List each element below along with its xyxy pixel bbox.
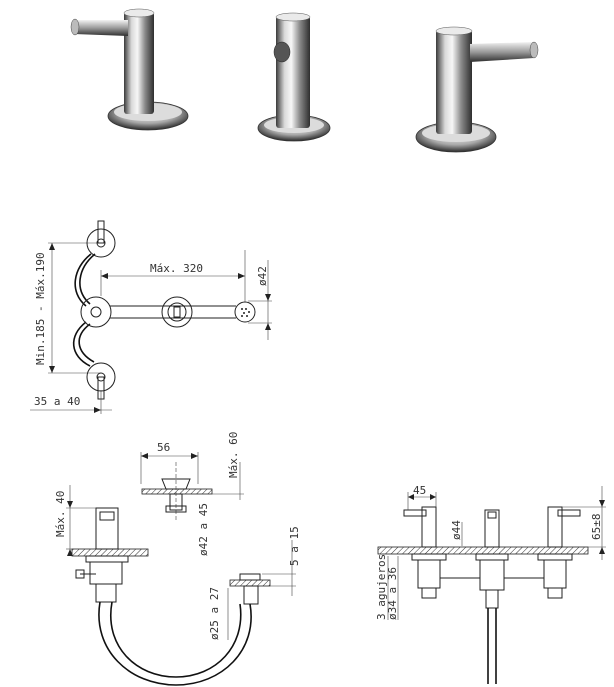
product-photo-left-handle [70, 8, 189, 131]
dim-plug-width: 56 [157, 441, 170, 454]
product-photo-right-handle [415, 26, 539, 153]
dim-front-hole-size: ø34 a 36 [386, 567, 399, 620]
dim-plug-hole: ø42 a 45 [197, 503, 210, 556]
dim-hose-diameter: ø25 a 27 [208, 587, 221, 640]
product-photo-center-spout [257, 12, 331, 142]
dim-top-diameter: ø42 [256, 266, 269, 286]
dim-counter-right: 5 a 15 [288, 526, 301, 566]
dim-front-height: 65±8 [590, 514, 603, 541]
dim-top-height: Min.185 - Máx.190 [34, 252, 47, 365]
dim-plug-height: Máx. 60 [227, 432, 240, 478]
top-view-drawing [30, 220, 272, 414]
side-view-drawing [66, 452, 296, 686]
dim-front-width: 45 [413, 484, 426, 497]
dim-counter-left: Máx. 40 [54, 491, 67, 537]
dim-front-diameter: ø44 [450, 520, 463, 540]
dim-top-length: Máx. 320 [150, 262, 203, 275]
front-view-drawing [377, 486, 606, 684]
dim-top-offset: 35 a 40 [34, 395, 80, 408]
dim-front-holes: 3 agujeros [375, 554, 388, 620]
